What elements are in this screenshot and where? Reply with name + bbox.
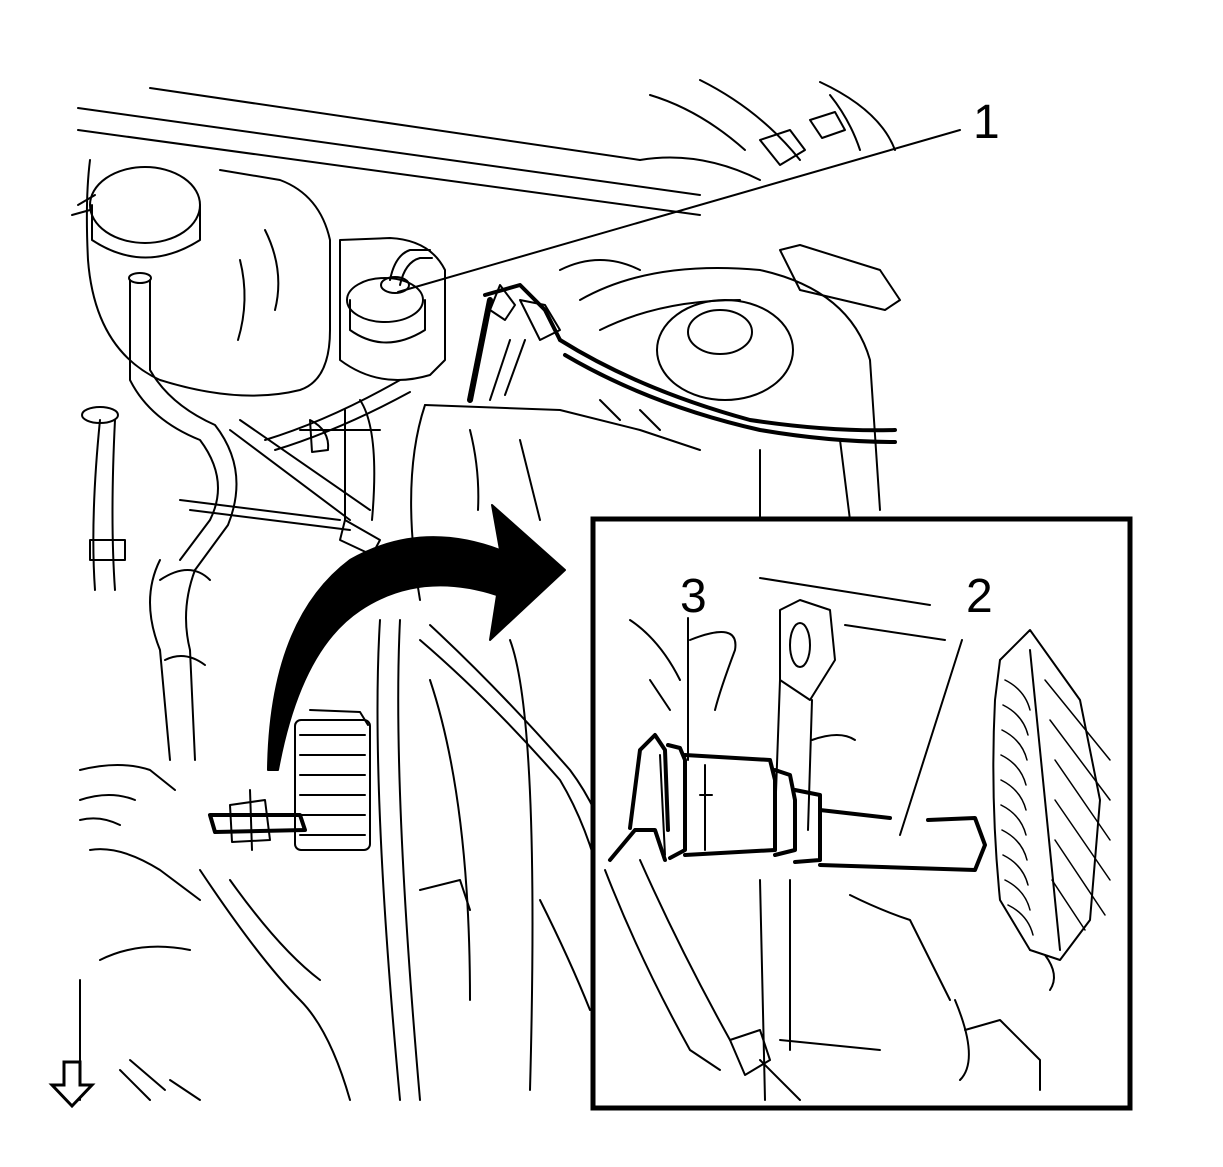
strut-tower	[559, 244, 901, 521]
callout-1: 1	[973, 96, 1000, 149]
down-arrow-icon	[48, 1060, 96, 1109]
cowl-panel	[77, 79, 896, 216]
radiator-support	[119, 619, 591, 1101]
detail-inset: 3 2	[590, 516, 1133, 1111]
electrical-connector	[608, 733, 987, 872]
sensor-housing	[992, 629, 1111, 991]
coolant-hoses	[81, 272, 238, 761]
connector-detail-source	[208, 709, 371, 851]
inset-background-lines	[604, 577, 1041, 1101]
engine-bay-drawing	[71, 79, 901, 1101]
wiring-harness-upper	[467, 283, 897, 444]
coolant-reservoir	[71, 159, 331, 397]
callout-2: 2	[966, 570, 993, 623]
callout-3: 3	[680, 570, 707, 623]
technician-hand	[79, 764, 201, 1101]
inset-leaders	[687, 617, 963, 836]
callout-1-leader	[397, 129, 961, 293]
brake-fluid-reservoir	[339, 237, 446, 381]
curved-arrow-icon	[267, 504, 566, 771]
vacuum-hose	[419, 624, 613, 901]
fuel-lines	[179, 379, 411, 556]
